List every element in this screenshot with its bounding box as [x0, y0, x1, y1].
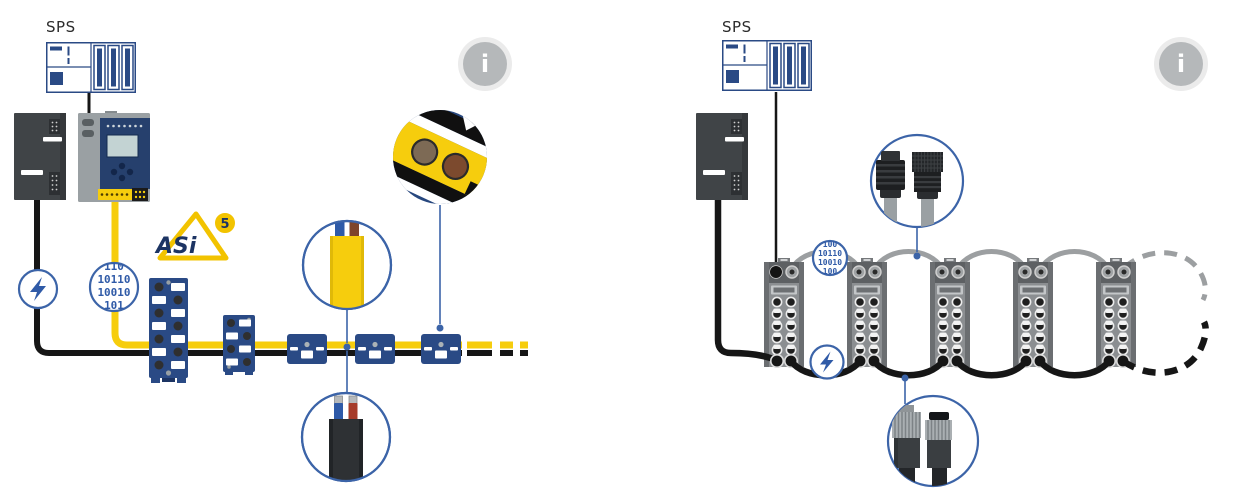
fieldbus-module-5	[1095, 257, 1137, 369]
occupied-power-port	[769, 353, 784, 368]
asi-flat-module-3	[421, 334, 461, 364]
fieldbus-module-3	[929, 257, 971, 369]
info-icon-glyph: i	[481, 50, 489, 78]
binary-row: 10010	[97, 286, 130, 299]
plc-icon	[722, 40, 812, 91]
fieldbus-module-4	[1012, 257, 1054, 369]
plc-label: SPS	[722, 18, 752, 36]
callout-dot	[913, 252, 921, 260]
fieldbus-network-diagram: 100 10110 10010 100	[696, 18, 1209, 488]
binary-row: 10110	[818, 249, 842, 258]
asi5-logo: ASi 5	[154, 211, 237, 261]
info-button[interactable]: i	[458, 37, 512, 91]
plc-icon	[46, 42, 136, 93]
aux-power-flat-cable-black	[34, 199, 462, 356]
asi-io-module-medium	[223, 315, 255, 375]
plc-label: SPS	[46, 18, 76, 36]
power-daisy-chain-cables	[788, 320, 1209, 379]
power-cable-continuation-dashes	[1121, 320, 1209, 376]
binary-row: 10110	[97, 273, 130, 286]
binary-row: 100	[823, 267, 838, 276]
asi-flat-module-1	[287, 334, 327, 364]
data-cable-continuation-dashes	[1122, 250, 1208, 302]
piercing-connector-detail	[393, 110, 487, 204]
binary-row: 100	[823, 240, 838, 249]
asi-io-module-large	[149, 278, 188, 383]
psu-power-cable	[714, 196, 780, 364]
power-lightning-icon	[17, 268, 59, 310]
callout-dot	[901, 374, 909, 382]
data-binary-icon: 110 10110 10010 101	[88, 260, 140, 313]
power-supply-icon	[14, 113, 66, 200]
black-flat-cable-detail	[300, 391, 392, 483]
power-connector-detail	[886, 394, 980, 488]
occupied-data-port	[770, 266, 782, 278]
binary-row: 101	[104, 299, 124, 312]
info-icon-glyph: i	[1177, 50, 1185, 78]
asi-gateway-icon	[78, 111, 150, 202]
data-connector-detail	[869, 133, 965, 229]
callout-dot	[343, 343, 351, 351]
asi5-network-diagram: 110 10110 10010 101 ASi 5	[14, 18, 533, 483]
info-button[interactable]: i	[1154, 37, 1208, 91]
binary-row: 10010	[818, 258, 842, 267]
power-supply-icon	[696, 113, 748, 200]
fieldbus-module-2	[846, 257, 888, 369]
power-lightning-icon	[809, 344, 845, 380]
gateway-display	[106, 134, 139, 158]
fieldbus-module-1	[763, 257, 805, 369]
asi-logo-text: ASi	[154, 234, 197, 259]
data-binary-icon: 100 10110 10010 100	[811, 239, 849, 277]
binary-row: 110	[104, 260, 124, 273]
callout-dot	[436, 324, 444, 332]
asi-flat-module-2	[355, 334, 395, 364]
yellow-flat-cable-detail	[301, 219, 393, 311]
asi-flat-cable-yellow	[111, 198, 462, 349]
asi-logo-version: 5	[220, 217, 229, 232]
